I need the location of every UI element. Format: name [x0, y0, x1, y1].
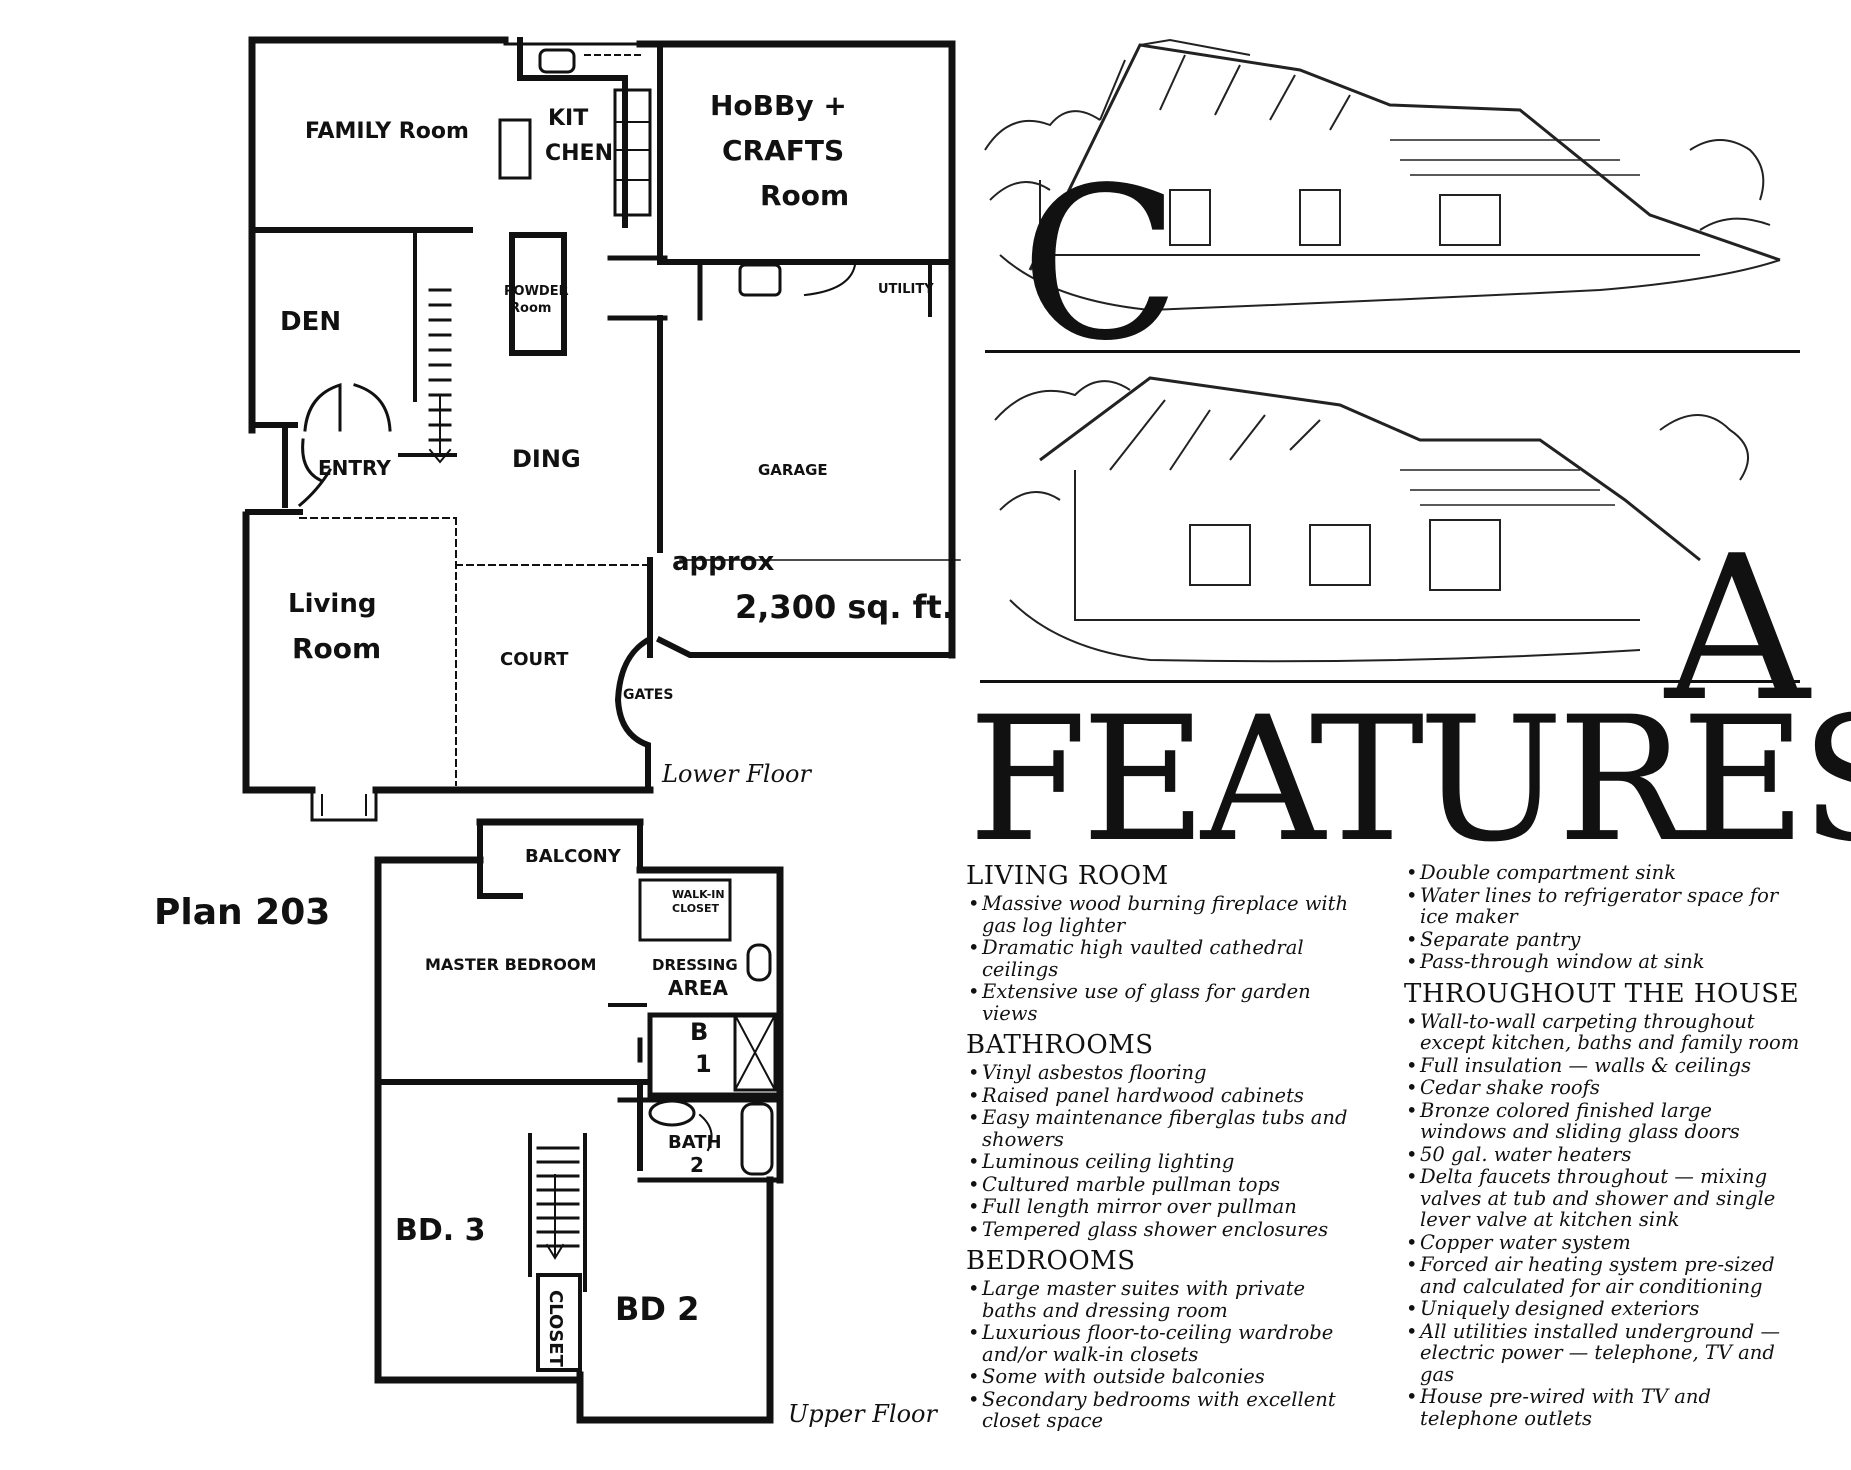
hobby-label-1: HoBBy +	[710, 89, 847, 122]
feature-item: Cultured marble pullman tops	[966, 1173, 1361, 1196]
kitchen-label-1: KIT	[548, 106, 588, 131]
feature-item: Raised panel hardwood cabinets	[966, 1084, 1361, 1107]
feature-item: Secondary bedrooms with excellent closet…	[966, 1388, 1361, 1432]
bath2-label-2: 2	[690, 1153, 704, 1177]
features-column-right: Double compartment sinkWater lines to re…	[1404, 862, 1804, 1430]
bath1-label-1: B	[690, 1018, 708, 1046]
feature-item: Tempered glass shower enclosures	[966, 1218, 1361, 1241]
lower-floor-walls	[242, 36, 961, 822]
feature-item: Double compartment sink	[1404, 862, 1804, 884]
feature-item: Delta faucets throughout — mixing valves…	[1404, 1166, 1804, 1231]
feature-list: Vinyl asbestos flooringRaised panel hard…	[966, 1062, 1361, 1240]
divider-rule-top	[985, 350, 1800, 353]
bd2-label: BD 2	[615, 1290, 699, 1328]
dressing-label-2: AREA	[668, 976, 729, 1000]
initial-a: A	[1665, 513, 1810, 746]
section-heading: BEDROOMS	[966, 1246, 1136, 1276]
bd3-label: BD. 3	[395, 1213, 485, 1248]
living-label-1: Living	[288, 589, 376, 619]
upper-floor-labels: BALCONY WALK-IN CLOSET MASTER BEDROOM DR…	[395, 846, 738, 1368]
hobby-label-2: CRAFTS	[722, 134, 844, 167]
divider-rule-bottom	[980, 680, 1800, 683]
walkin-label-2: CLOSET	[672, 902, 719, 915]
feature-item: Massive wood burning fireplace with gas …	[966, 893, 1361, 936]
area-approx-label: approx	[672, 547, 774, 577]
feature-item: Large master suites with private baths a…	[966, 1278, 1361, 1321]
dining-label: DING	[512, 445, 581, 473]
hobby-label-3: Room	[760, 179, 849, 212]
walkin-label-1: WALK-IN	[672, 888, 725, 901]
powder-label-1: POWDER	[504, 284, 569, 299]
court-label: COURT	[500, 649, 569, 670]
lower-floor-labels: FAMILY Room KIT CHEN HoBBy + CRAFTS Room…	[280, 89, 954, 703]
feature-item: Extensive use of glass for garden views	[966, 981, 1361, 1024]
feature-item: Water lines to refrigerator space for ic…	[1404, 884, 1804, 928]
feature-item: Uniquely designed exteriors	[1404, 1298, 1804, 1320]
bath1-label-2: 1	[695, 1050, 712, 1078]
initial-c: C	[1020, 142, 1181, 387]
utility-label: UTILITY	[878, 282, 934, 297]
feature-item: All utilities installed underground — el…	[1404, 1320, 1804, 1386]
living-label-2: Room	[292, 632, 381, 665]
feature-item: Bronze colored finished large windows an…	[1404, 1099, 1804, 1143]
feature-item: Pass-through window at sink	[1404, 951, 1804, 973]
upper-floor-caption: Upper Floor	[788, 1400, 937, 1428]
feature-item: Dramatic high vaulted cathedral ceilings	[966, 937, 1361, 980]
feature-item: Separate pantry	[1404, 928, 1804, 951]
feature-item: Wall-to-wall carpeting throughout except…	[1404, 1010, 1804, 1054]
dressing-label-1: DRESSING	[652, 956, 738, 974]
features-title: FEATURES	[968, 679, 1851, 880]
section-heading: BATHROOMS	[966, 1030, 1154, 1060]
upper-floor-walls	[374, 818, 784, 1424]
kitchen-label-2: CHEN	[545, 141, 613, 166]
entry-label: ENTRY	[318, 456, 391, 480]
area-sqft-label: 2,300 sq. ft.	[735, 588, 954, 626]
family-room-label: FAMILY Room	[305, 119, 469, 144]
feature-item: Luxurious floor-to-ceiling wardrobe and/…	[966, 1322, 1361, 1365]
feature-list: Wall-to-wall carpeting throughout except…	[1404, 1010, 1804, 1430]
section-heading: LIVING ROOM	[966, 861, 1169, 891]
plan-number-label: Plan 203	[154, 892, 331, 933]
section-heading: THROUGHOUT THE HOUSE	[1404, 978, 1800, 1009]
lower-floor-caption: Lower Floor	[662, 760, 811, 788]
features-column-left: LIVING ROOMMassive wood burning fireplac…	[966, 855, 1361, 1433]
closet-label: CLOSET	[545, 1290, 566, 1368]
feature-item: Vinyl asbestos flooring	[966, 1062, 1361, 1084]
feature-item: Cedar shake roofs	[1404, 1077, 1804, 1099]
feature-item: Copper water system	[1404, 1231, 1804, 1254]
feature-list: Large master suites with private baths a…	[966, 1278, 1361, 1432]
feature-item: Luminous ceiling lighting	[966, 1151, 1361, 1173]
feature-list: Massive wood burning fireplace with gas …	[966, 893, 1361, 1024]
garage-label: GARAGE	[758, 461, 828, 479]
powder-label-2: Room	[510, 301, 551, 316]
feature-item: Some with outside balconies	[966, 1366, 1361, 1388]
feature-list: Double compartment sinkWater lines to re…	[1404, 862, 1804, 973]
balcony-label: BALCONY	[525, 846, 622, 867]
feature-item: House pre-wired with TV and telephone ou…	[1404, 1386, 1804, 1429]
master-bedroom-label: MASTER BEDROOM	[425, 955, 596, 974]
den-label: DEN	[280, 307, 341, 337]
feature-item: Full insulation — walls & ceilings	[1404, 1054, 1804, 1077]
feature-item: 50 gal. water heaters	[1404, 1143, 1804, 1166]
gates-label: GATES	[623, 687, 673, 703]
bath2-label-1: BATH	[668, 1132, 722, 1153]
feature-item: Forced air heating system pre-sized and …	[1404, 1254, 1804, 1297]
feature-item: Easy maintenance fiberglas tubs and show…	[966, 1107, 1361, 1150]
feature-item: Full length mirror over pullman	[966, 1196, 1361, 1218]
